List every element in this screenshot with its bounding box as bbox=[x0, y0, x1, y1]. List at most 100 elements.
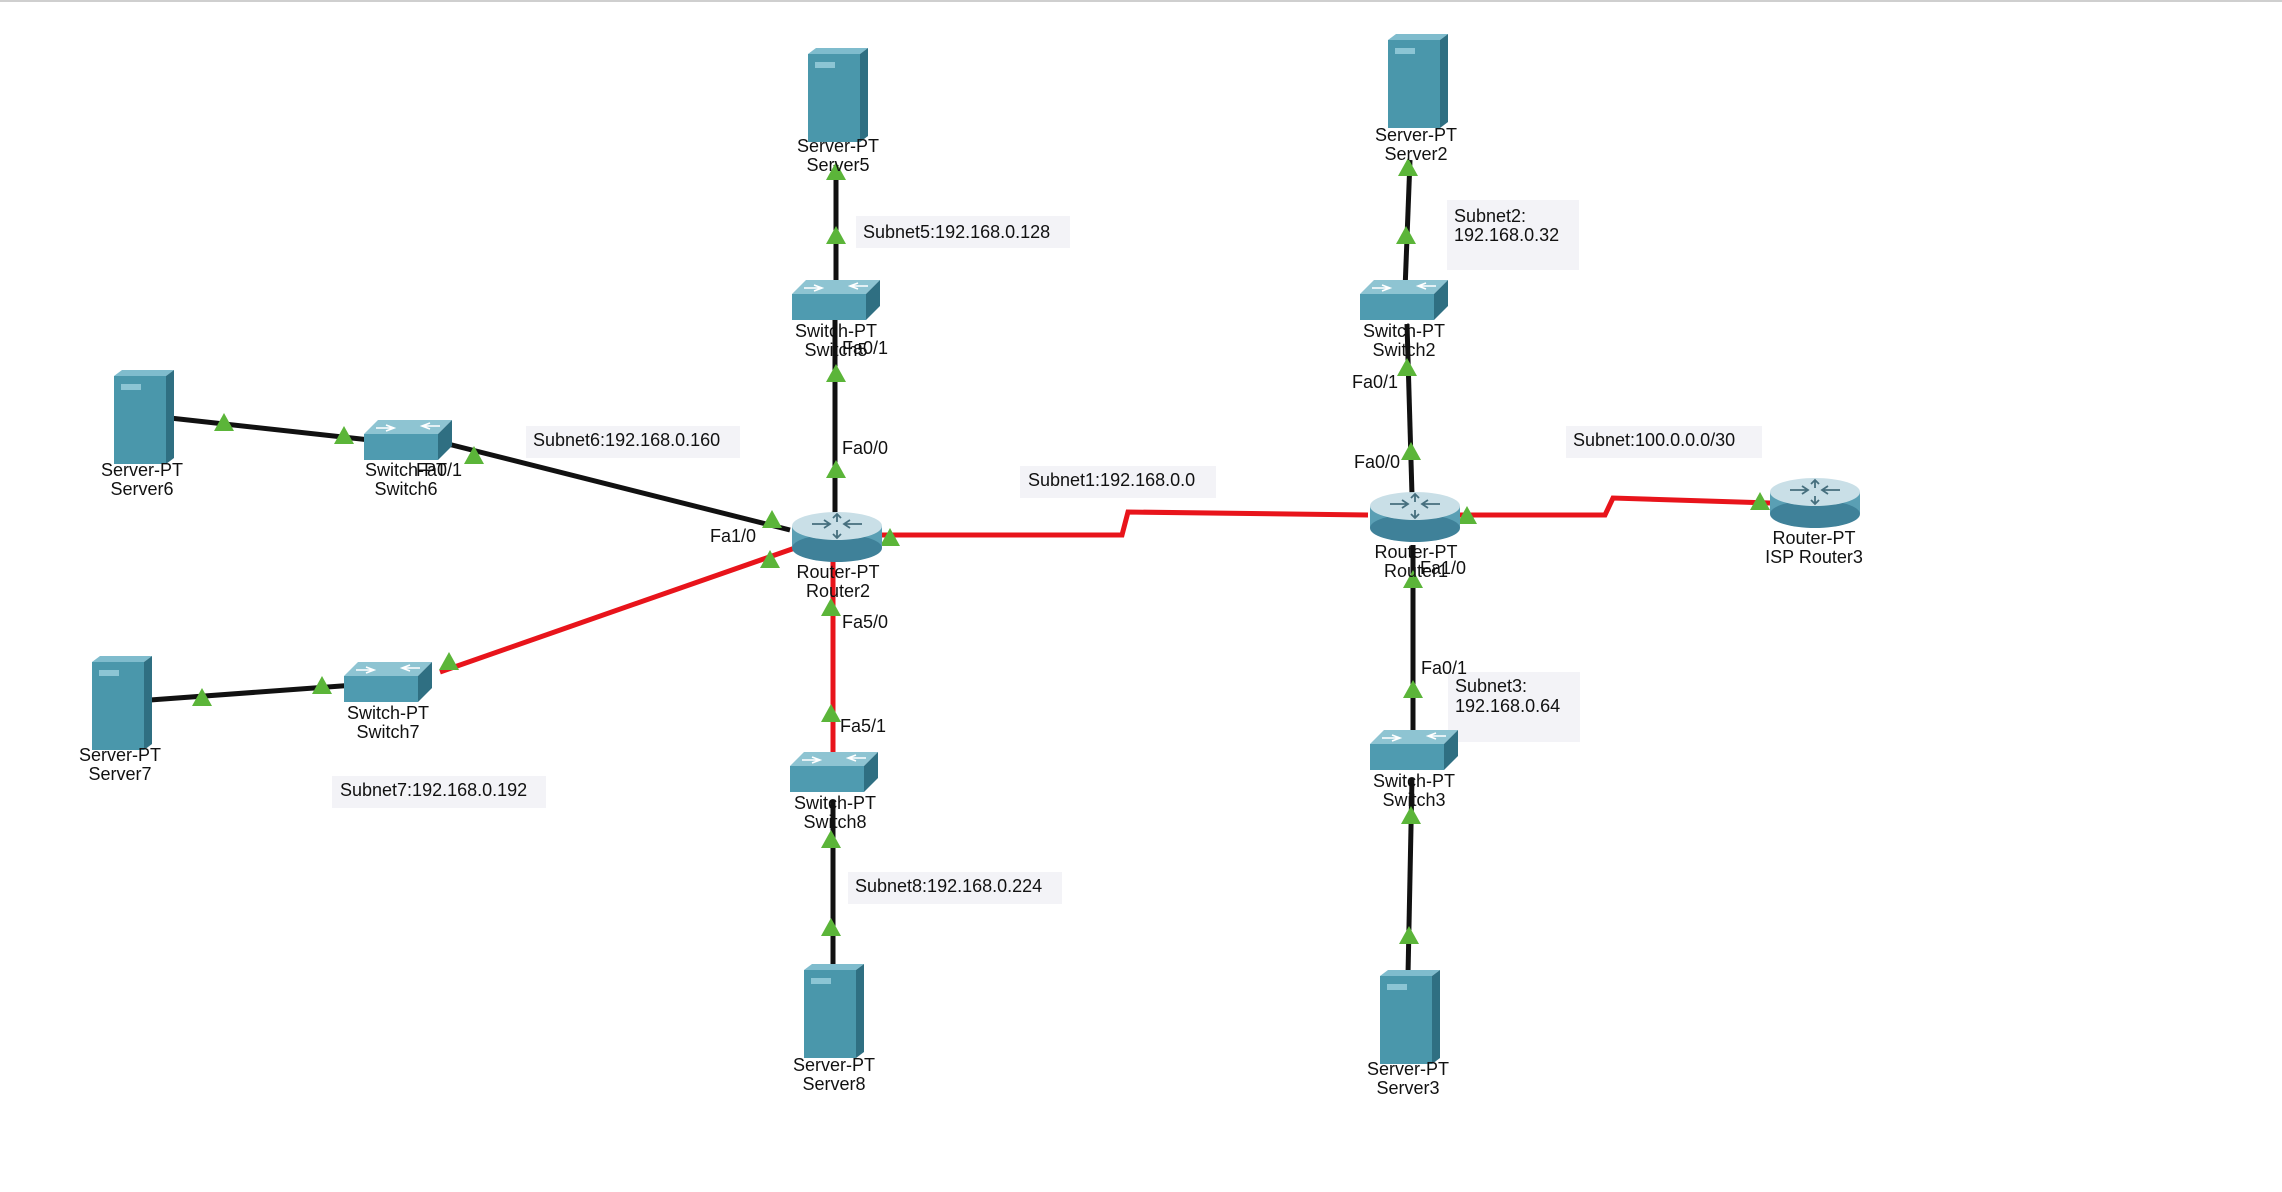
note-subnet1-text: Subnet1:192.168.0.0 bbox=[1028, 470, 1195, 490]
port-label-switch8-fa51: Fa5/1 bbox=[840, 716, 886, 736]
status-up-icon bbox=[1396, 226, 1416, 244]
device-name-label: Server8 bbox=[802, 1074, 865, 1094]
port-label-switch2-fa01: Fa0/1 bbox=[1352, 372, 1398, 392]
device-type-label: Server-PT bbox=[101, 460, 183, 480]
note-subnet5[interactable]: Subnet5:192.168.0.128 bbox=[856, 216, 1070, 248]
device-name-label: Switch8 bbox=[803, 812, 866, 832]
subnet-notes: Subnet5:192.168.0.128 Subnet2: 192.168.0… bbox=[332, 200, 1762, 904]
device-server7[interactable]: Server-PT Server7 bbox=[79, 656, 161, 784]
device-name-label: Server2 bbox=[1384, 144, 1447, 164]
device-server8[interactable]: Server-PT Server8 bbox=[793, 964, 875, 1094]
port-label-router1-fa00: Fa0/0 bbox=[1354, 452, 1400, 472]
device-type-label: Server-PT bbox=[1367, 1059, 1449, 1079]
device-type-label: Switch-PT bbox=[1363, 321, 1445, 341]
device-router1[interactable]: Router-PT Router1 bbox=[1369, 491, 1461, 581]
status-up-icon bbox=[826, 364, 846, 382]
device-type-label: Switch-PT bbox=[1373, 771, 1455, 791]
device-type-label: Router-PT bbox=[1772, 528, 1855, 548]
device-type-label: Switch-PT bbox=[347, 703, 429, 723]
server-icon bbox=[92, 656, 152, 750]
device-type-label: Switch-PT bbox=[795, 321, 877, 341]
note-subnet3[interactable]: Subnet3: 192.168.0.64 bbox=[1448, 672, 1580, 742]
status-up-icon bbox=[826, 226, 846, 244]
device-switch2[interactable]: Switch-PT Switch2 bbox=[1359, 279, 1449, 360]
note-subnet-isp-text: Subnet:100.0.0.0/30 bbox=[1573, 430, 1735, 450]
device-name-label: Router1 bbox=[1384, 561, 1448, 581]
note-subnet5-text: Subnet5:192.168.0.128 bbox=[863, 222, 1050, 242]
link-router2-router1[interactable] bbox=[878, 509, 1369, 538]
server-icon bbox=[114, 370, 174, 464]
status-up-icon bbox=[1403, 680, 1423, 698]
device-type-label: Router-PT bbox=[796, 562, 879, 582]
note-subnet6[interactable]: Subnet6:192.168.0.160 bbox=[526, 426, 740, 458]
device-switch6[interactable]: Switch-PT Switch6 bbox=[363, 419, 453, 499]
device-type-label: Router-PT bbox=[1374, 542, 1457, 562]
device-type-label: Server-PT bbox=[797, 136, 879, 156]
device-name-label: Server6 bbox=[110, 479, 173, 499]
device-server5[interactable]: Server-PT Server5 bbox=[797, 48, 879, 175]
link-switch2-server2[interactable] bbox=[1402, 159, 1413, 291]
note-subnet6-text: Subnet6:192.168.0.160 bbox=[533, 430, 720, 450]
note-subnet2-line1: Subnet2: bbox=[1454, 206, 1526, 226]
note-subnet8-text: Subnet8:192.168.0.224 bbox=[855, 876, 1042, 896]
server-icon bbox=[1388, 34, 1448, 128]
device-type-label: Server-PT bbox=[1375, 125, 1457, 145]
link-router1-router3[interactable] bbox=[1460, 495, 1771, 518]
device-server2[interactable]: Server-PT Server2 bbox=[1375, 34, 1457, 164]
port-label-router2-fa00: Fa0/0 bbox=[842, 438, 888, 458]
switch-icon bbox=[1369, 729, 1459, 771]
link-switch6-server6[interactable] bbox=[169, 415, 371, 443]
devices-layer: Server-PT Server5 Server-PT Server2 Serv… bbox=[79, 34, 1863, 1098]
device-name-label: Server5 bbox=[806, 155, 869, 175]
link-router2-switch7[interactable] bbox=[439, 545, 796, 675]
device-name-label: Switch7 bbox=[356, 722, 419, 742]
device-type-label: Server-PT bbox=[793, 1055, 875, 1075]
device-name-label: Switch6 bbox=[374, 479, 437, 499]
device-switch5[interactable]: Switch-PT Switch5 bbox=[791, 279, 881, 360]
note-subnet2-line2: 192.168.0.32 bbox=[1454, 225, 1559, 245]
switch-icon bbox=[363, 419, 453, 461]
device-name-label: Router2 bbox=[806, 581, 870, 601]
router-icon bbox=[1369, 491, 1461, 543]
port-label-switch3-fa01: Fa0/1 bbox=[1421, 658, 1467, 678]
note-subnet-isp[interactable]: Subnet:100.0.0.0/30 bbox=[1566, 426, 1762, 458]
device-name-label: Switch5 bbox=[804, 340, 867, 360]
switch-icon bbox=[791, 279, 881, 321]
switch-icon bbox=[1359, 279, 1449, 321]
device-server3[interactable]: Server-PT Server3 bbox=[1367, 970, 1449, 1098]
status-up-icon bbox=[821, 704, 841, 722]
switch-icon bbox=[789, 751, 879, 793]
status-up-icon bbox=[821, 918, 841, 936]
device-type-label: Server-PT bbox=[79, 745, 161, 765]
device-type-label: Switch-PT bbox=[794, 793, 876, 813]
server-icon bbox=[1380, 970, 1440, 1064]
note-subnet8[interactable]: Subnet8:192.168.0.224 bbox=[848, 872, 1062, 904]
device-router2[interactable]: Router-PT Router2 bbox=[791, 511, 883, 601]
device-switch8[interactable]: Switch-PT Switch8 bbox=[789, 751, 879, 832]
note-subnet3-line2: 192.168.0.64 bbox=[1455, 696, 1560, 716]
link-status-indicators bbox=[192, 158, 1770, 944]
note-subnet3-line1: Subnet3: bbox=[1455, 676, 1527, 696]
note-subnet7[interactable]: Subnet7:192.168.0.192 bbox=[332, 776, 546, 808]
device-server6[interactable]: Server-PT Server6 bbox=[101, 370, 183, 499]
device-isp-router3[interactable]: Router-PT ISP Router3 bbox=[1765, 477, 1863, 567]
server-icon bbox=[808, 48, 868, 142]
note-subnet1[interactable]: Subnet1:192.168.0.0 bbox=[1020, 466, 1216, 498]
device-name-label: Switch2 bbox=[1372, 340, 1435, 360]
status-up-icon bbox=[1399, 926, 1419, 944]
note-subnet2[interactable]: Subnet2: 192.168.0.32 bbox=[1447, 200, 1579, 270]
link-router1-switch2[interactable] bbox=[1404, 323, 1415, 496]
device-switch7[interactable]: Switch-PT Switch7 bbox=[343, 661, 433, 742]
status-up-icon bbox=[439, 652, 459, 670]
status-up-icon bbox=[826, 460, 846, 478]
device-name-label: ISP Router3 bbox=[1765, 547, 1863, 567]
device-name-label: Switch3 bbox=[1382, 790, 1445, 810]
links-layer bbox=[149, 159, 1771, 976]
port-label-router1-fa10: Fa1/0 bbox=[1420, 558, 1466, 578]
device-switch3[interactable]: Switch-PT Switch3 bbox=[1369, 729, 1459, 810]
status-up-icon bbox=[762, 510, 782, 528]
port-label-switch6-fa01: Fa0/1 bbox=[416, 460, 462, 480]
status-up-icon bbox=[1397, 358, 1417, 376]
link-router2-switch6[interactable] bbox=[439, 439, 791, 533]
